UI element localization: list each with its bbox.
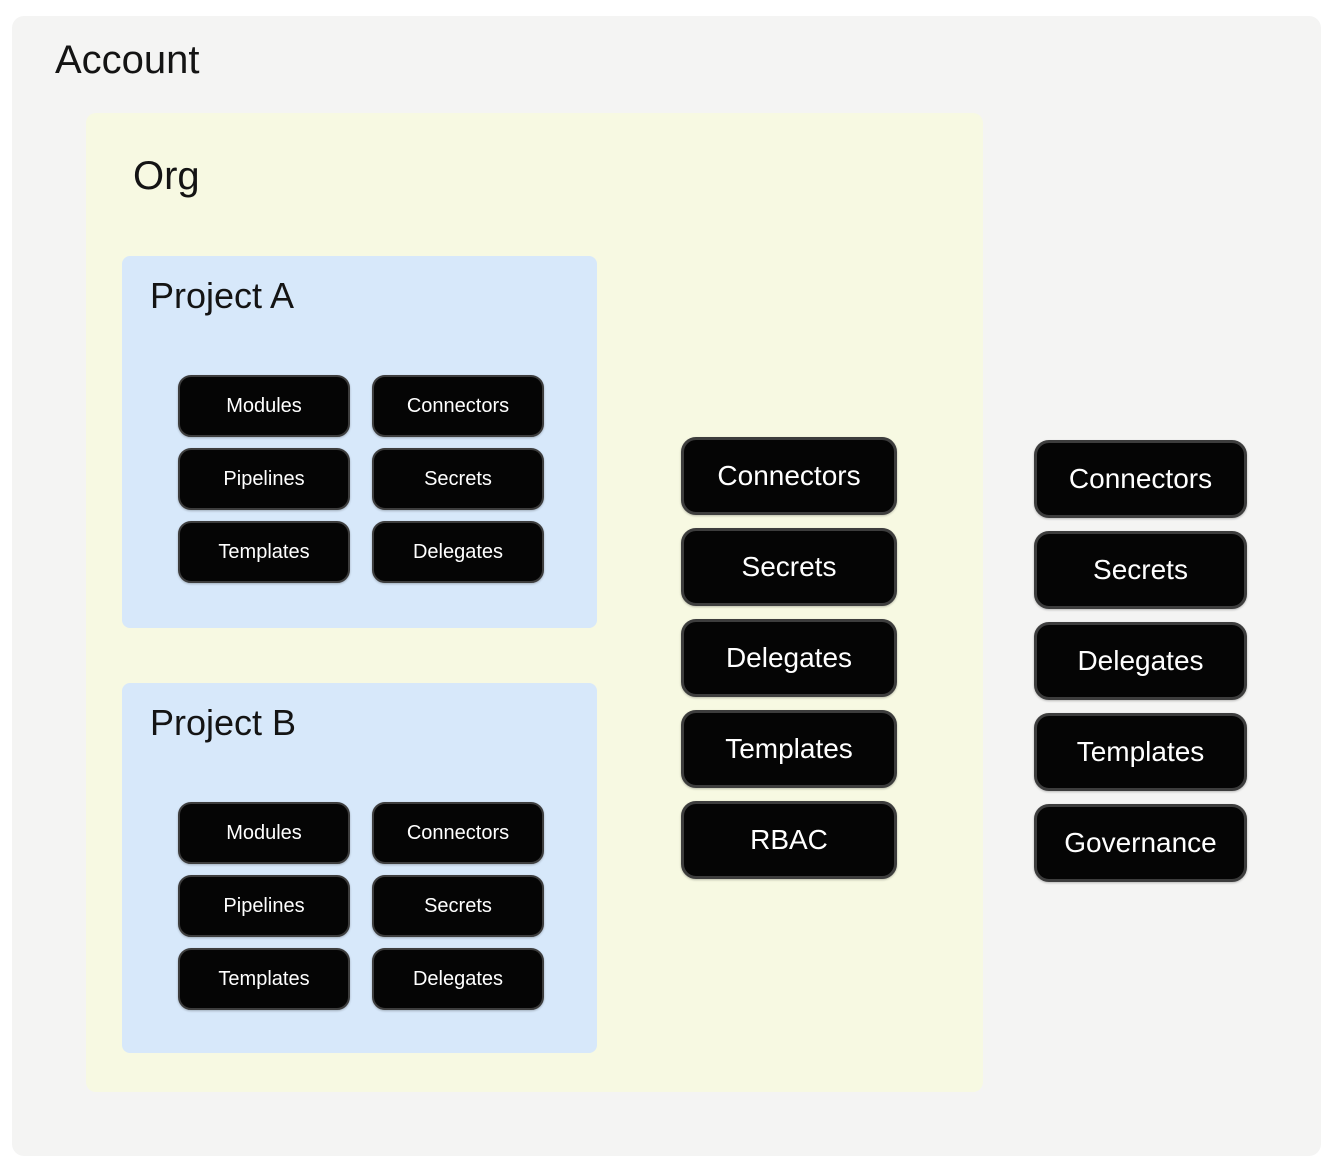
- project-a-resource-grid: Modules Connectors Pipelines Secrets Tem…: [178, 375, 544, 583]
- account-resource-column: Connectors Secrets Delegates Templates G…: [1034, 440, 1247, 882]
- project-b-pill-modules: Modules: [178, 802, 350, 864]
- account-pill-secrets: Secrets: [1034, 531, 1247, 609]
- project-a-pill-templates: Templates: [178, 521, 350, 583]
- project-b-pill-delegates: Delegates: [372, 948, 544, 1010]
- project-a-pill-delegates: Delegates: [372, 521, 544, 583]
- account-pill-delegates: Delegates: [1034, 622, 1247, 700]
- project-a-pill-pipelines: Pipelines: [178, 448, 350, 510]
- account-pill-governance: Governance: [1034, 804, 1247, 882]
- project-a-pill-secrets: Secrets: [372, 448, 544, 510]
- project-b-pill-connectors: Connectors: [372, 802, 544, 864]
- project-b-pill-secrets: Secrets: [372, 875, 544, 937]
- org-scope-box: Org Project A Modules Connectors Pipelin…: [86, 113, 983, 1092]
- account-pill-templates: Templates: [1034, 713, 1247, 791]
- project-a-title: Project A: [150, 275, 295, 316]
- project-b-pill-templates: Templates: [178, 948, 350, 1010]
- org-resource-column: Connectors Secrets Delegates Templates R…: [681, 437, 897, 879]
- account-title: Account: [55, 38, 200, 82]
- org-pill-templates: Templates: [681, 710, 897, 788]
- project-a-pill-connectors: Connectors: [372, 375, 544, 437]
- org-title: Org: [133, 154, 200, 198]
- account-scope-box: Account Org Project A Modules Connectors…: [12, 16, 1321, 1156]
- org-pill-delegates: Delegates: [681, 619, 897, 697]
- account-pill-connectors: Connectors: [1034, 440, 1247, 518]
- project-b-resource-grid: Modules Connectors Pipelines Secrets Tem…: [178, 802, 544, 1010]
- project-b-pill-pipelines: Pipelines: [178, 875, 350, 937]
- project-a-scope-box: Project A Modules Connectors Pipelines S…: [122, 256, 597, 628]
- project-a-pill-modules: Modules: [178, 375, 350, 437]
- project-b-scope-box: Project B Modules Connectors Pipelines S…: [122, 683, 597, 1053]
- project-b-title: Project B: [150, 702, 297, 743]
- org-pill-secrets: Secrets: [681, 528, 897, 606]
- org-pill-connectors: Connectors: [681, 437, 897, 515]
- org-pill-rbac: RBAC: [681, 801, 897, 879]
